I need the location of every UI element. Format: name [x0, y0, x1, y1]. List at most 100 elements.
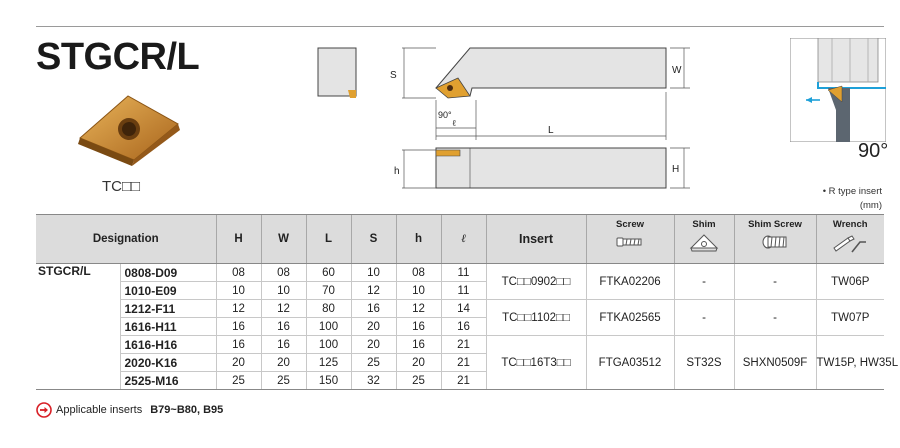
cell-insert: TC□□0902□□ [485, 263, 586, 300]
cell-H: 12 [215, 299, 261, 318]
cell-insert: TC□□16T3□□ [485, 335, 586, 390]
header-wrench: Wrench [815, 214, 884, 264]
insert-shape-label: TC□□ [102, 178, 141, 195]
cell-ell: 11 [440, 281, 486, 300]
footer-refs[interactable]: B79~B80, B95 [150, 404, 224, 416]
row-code: 0808-D09 [119, 263, 216, 282]
cell-wrench: TW06P [815, 263, 884, 300]
dim-W-label: W [672, 65, 682, 76]
cell-ell: 14 [440, 299, 486, 318]
shim-icon [689, 234, 719, 252]
table-row: 2525-M16 25 25 150 32 25 21 [36, 371, 884, 390]
header-insert: Insert [485, 214, 586, 264]
cell-L: 125 [305, 353, 351, 372]
dim-S-label: S [390, 70, 397, 81]
cell-W: 20 [260, 353, 306, 372]
cell-L: 100 [305, 317, 351, 336]
header-screw: Screw [585, 214, 674, 264]
cell-S: 32 [350, 371, 396, 390]
dim-h-label: h [394, 166, 400, 177]
cell-shim-screw: - [733, 299, 816, 336]
cell-h: 16 [395, 317, 441, 336]
cell-ell: 21 [440, 353, 486, 372]
header-L: L [305, 214, 351, 264]
cell-shim-screw: SHXN0509F [733, 335, 816, 390]
cell-L: 70 [305, 281, 351, 300]
header-shim-screw-label: Shim Screw [748, 219, 802, 230]
angle-90-label: 90° [858, 140, 889, 162]
table-row: 1616-H11 16 16 100 20 16 16 [36, 317, 884, 336]
table-row: 2020-K16 20 20 125 25 20 21 [36, 353, 884, 372]
cell-S: 10 [350, 263, 396, 282]
header-designation: Designation [36, 214, 216, 264]
page-title: STGCR/L [36, 36, 200, 78]
cell-shim: ST32S [673, 335, 734, 390]
dim-L-label: L [548, 125, 554, 136]
cell-insert: TC□□1102□□ [485, 299, 586, 336]
spec-table: Designation H W L S h ℓ Insert Screw Shi… [36, 214, 898, 390]
cell-h: 25 [395, 371, 441, 390]
arrow-circle-icon [36, 402, 52, 418]
cell-h: 08 [395, 263, 441, 282]
cell-H: 08 [215, 263, 261, 282]
cell-S: 20 [350, 335, 396, 354]
applicable-inserts-note: Applicable inserts B79~B80, B95 [36, 402, 223, 418]
row-code: 1212-F11 [119, 299, 216, 318]
dim-ell-label: ℓ [452, 118, 456, 128]
tool-holder-drawing: S W 90° ℓ L h H [317, 47, 690, 189]
cell-H: 10 [215, 281, 261, 300]
dim-angle-label: 90° [438, 110, 452, 120]
cell-ell: 21 [440, 335, 486, 354]
cell-H: 25 [215, 371, 261, 390]
header-shim: Shim [673, 214, 734, 264]
shim-screw-icon [762, 235, 787, 249]
row-code: 2020-K16 [119, 353, 216, 372]
cell-S: 20 [350, 317, 396, 336]
cell-screw: FTKA02565 [585, 299, 674, 336]
application-view-image [790, 38, 886, 142]
footer-text: Applicable inserts [56, 404, 143, 416]
cell-W: 08 [260, 263, 306, 282]
triangular-insert-image [78, 95, 180, 166]
table-header-row: Designation H W L S h ℓ Insert Screw Shi… [36, 214, 884, 264]
cell-L: 60 [305, 263, 351, 282]
unit-note: (mm) [859, 200, 882, 211]
cell-S: 25 [350, 353, 396, 372]
cell-W: 16 [260, 335, 306, 354]
cell-L: 100 [305, 335, 351, 354]
cell-shim: - [673, 263, 734, 300]
cell-h: 10 [395, 281, 441, 300]
cell-W: 12 [260, 299, 306, 318]
cell-H: 20 [215, 353, 261, 372]
cell-h: 16 [395, 335, 441, 354]
cell-H: 16 [215, 317, 261, 336]
cell-h: 20 [395, 353, 441, 372]
header-ell-text: ℓ [461, 233, 466, 245]
top-rule [36, 26, 884, 27]
cell-S: 12 [350, 281, 396, 300]
header-shim-screw: Shim Screw [733, 214, 816, 264]
header-H: H [215, 214, 261, 264]
row-code: 1616-H11 [119, 317, 216, 336]
cell-W: 16 [260, 317, 306, 336]
cell-L: 80 [305, 299, 351, 318]
header-W: W [260, 214, 306, 264]
header-screw-label: Screw [616, 219, 644, 230]
cell-W: 25 [260, 371, 306, 390]
table-row: STGCR/L 0808-D09 08 08 60 10 08 11 TC□□0… [36, 263, 884, 390]
cell-wrench: TW07P [815, 299, 884, 336]
row-code: 1616-H16 [119, 335, 216, 354]
cell-h: 12 [395, 299, 441, 318]
table-row: 1616-H16 16 16 100 20 16 21 TC□□16T3□□ F… [36, 335, 898, 390]
cell-ell: 21 [440, 371, 486, 390]
r-type-note: • R type insert [822, 186, 882, 197]
cell-H: 16 [215, 335, 261, 354]
cell-screw: FTKA02206 [585, 263, 674, 300]
table-row: 1212-F11 12 12 80 16 12 14 TC□□1102□□ FT… [36, 299, 884, 336]
cell-wrench: TW15P, HW35L [815, 335, 898, 390]
cell-shim-screw: - [733, 263, 816, 300]
header-ell: ℓ [440, 214, 486, 264]
group-designation: STGCR/L [36, 263, 120, 390]
header-h: h [395, 214, 441, 264]
cell-L: 150 [305, 371, 351, 390]
